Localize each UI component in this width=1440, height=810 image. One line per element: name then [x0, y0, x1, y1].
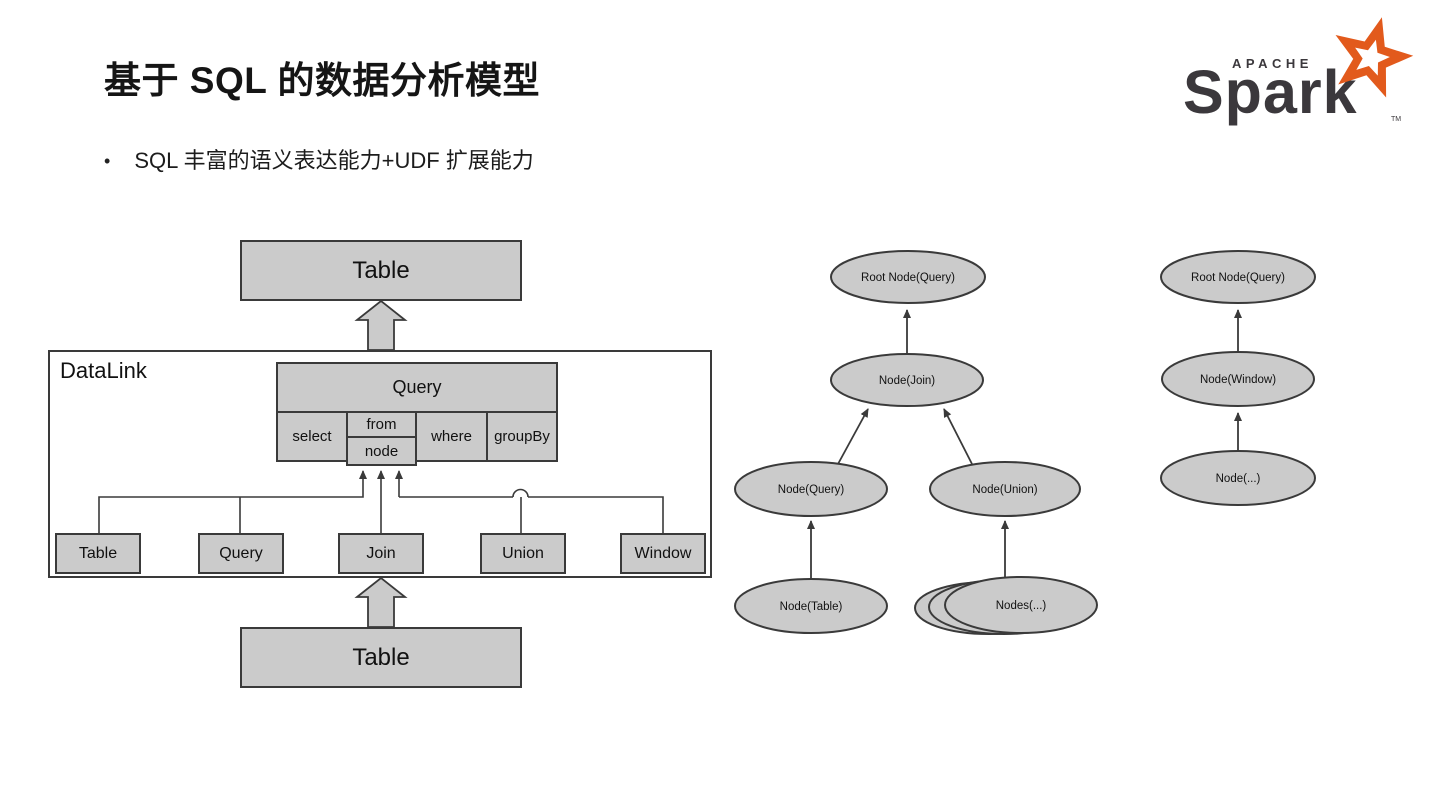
type-box-query: Query — [198, 533, 284, 574]
type-box-table: Table — [55, 533, 141, 574]
middle-root-label: Root Node(Query) — [861, 272, 955, 284]
query-box: Query — [276, 362, 558, 413]
type-box-query-label: Query — [219, 544, 263, 562]
spark-wordmark: Spark — [1183, 58, 1358, 126]
middle-join-label: Node(Join) — [879, 375, 935, 387]
spark-star-icon — [1335, 17, 1414, 98]
where-cell-label: where — [431, 428, 472, 445]
middle-table-label: Node(Table) — [780, 601, 843, 613]
right-node-label: Node(...) — [1216, 473, 1261, 485]
middle-root-ellipse — [830, 250, 986, 304]
table-box-bottom-label: Table — [352, 643, 410, 671]
type-box-union: Union — [480, 533, 566, 574]
apache-label: APACHE — [1232, 56, 1313, 71]
datalink-label: DataLink — [60, 358, 147, 383]
type-box-table-label: Table — [78, 544, 118, 562]
right-window-ellipse — [1161, 351, 1315, 407]
middle-query-label: Node(Query) — [778, 484, 845, 496]
middle-nodes-ellipse-mid — [928, 579, 1080, 635]
type-box-union-label: Union — [502, 544, 544, 562]
middle-nodes-ellipse-front — [944, 576, 1098, 634]
middle-query-ellipse — [734, 461, 888, 517]
block-arrow-up-top — [354, 299, 408, 351]
right-window-label: Node(Window) — [1200, 374, 1276, 386]
from-cell-label: from — [366, 416, 397, 433]
right-root-label: Root Node(Query) — [1191, 272, 1285, 284]
where-cell: where — [415, 411, 488, 462]
node-cell-label: node — [364, 442, 399, 460]
trademark-label: TM — [1391, 116, 1402, 123]
type-box-window: Window — [620, 533, 706, 574]
groupby-cell: groupBy — [486, 411, 558, 462]
middle-tree: Root Node(Query) Node(Join) Node(Query) … — [734, 250, 1098, 635]
right-tree: Root Node(Query) Node(Window) Node(...) — [1160, 250, 1316, 506]
bullet-marker: • — [104, 151, 111, 171]
right-node-ellipse — [1160, 450, 1316, 506]
select-cell: select — [276, 411, 348, 462]
table-box-top: Table — [240, 240, 522, 301]
table-box-bottom: Table — [240, 627, 522, 688]
middle-join-ellipse — [830, 353, 984, 407]
page-title: 基于 SQL 的数据分析模型 — [104, 60, 540, 101]
apache-spark-logo: APACHE Spark TM — [1183, 14, 1414, 130]
bullet-text: SQL 丰富的语义表达能力+UDF 扩展能力 — [134, 148, 534, 173]
from-cell: from — [346, 411, 417, 438]
middle-union-label: Node(Union) — [972, 484, 1037, 496]
table-box-top-label: Table — [352, 256, 410, 284]
arrow-union-to-join — [943, 408, 973, 465]
arrow-query-to-join — [837, 408, 869, 465]
block-arrow-up-bottom — [354, 576, 408, 628]
type-box-join: Join — [338, 533, 424, 574]
groupby-cell-label: groupBy — [494, 428, 550, 445]
middle-table-ellipse — [734, 578, 888, 634]
right-root-ellipse — [1160, 250, 1316, 304]
middle-nodes-label: Nodes(...) — [996, 600, 1047, 612]
node-cell: node — [346, 436, 417, 466]
query-box-label: Query — [392, 377, 442, 397]
type-box-window-label: Window — [634, 544, 692, 562]
middle-union-ellipse — [929, 461, 1081, 517]
type-box-join-label: Join — [366, 544, 396, 562]
select-cell-label: select — [292, 428, 332, 445]
bullet-item: • SQL 丰富的语义表达能力+UDF 扩展能力 — [104, 146, 534, 176]
middle-nodes-ellipse-back — [914, 581, 1064, 635]
